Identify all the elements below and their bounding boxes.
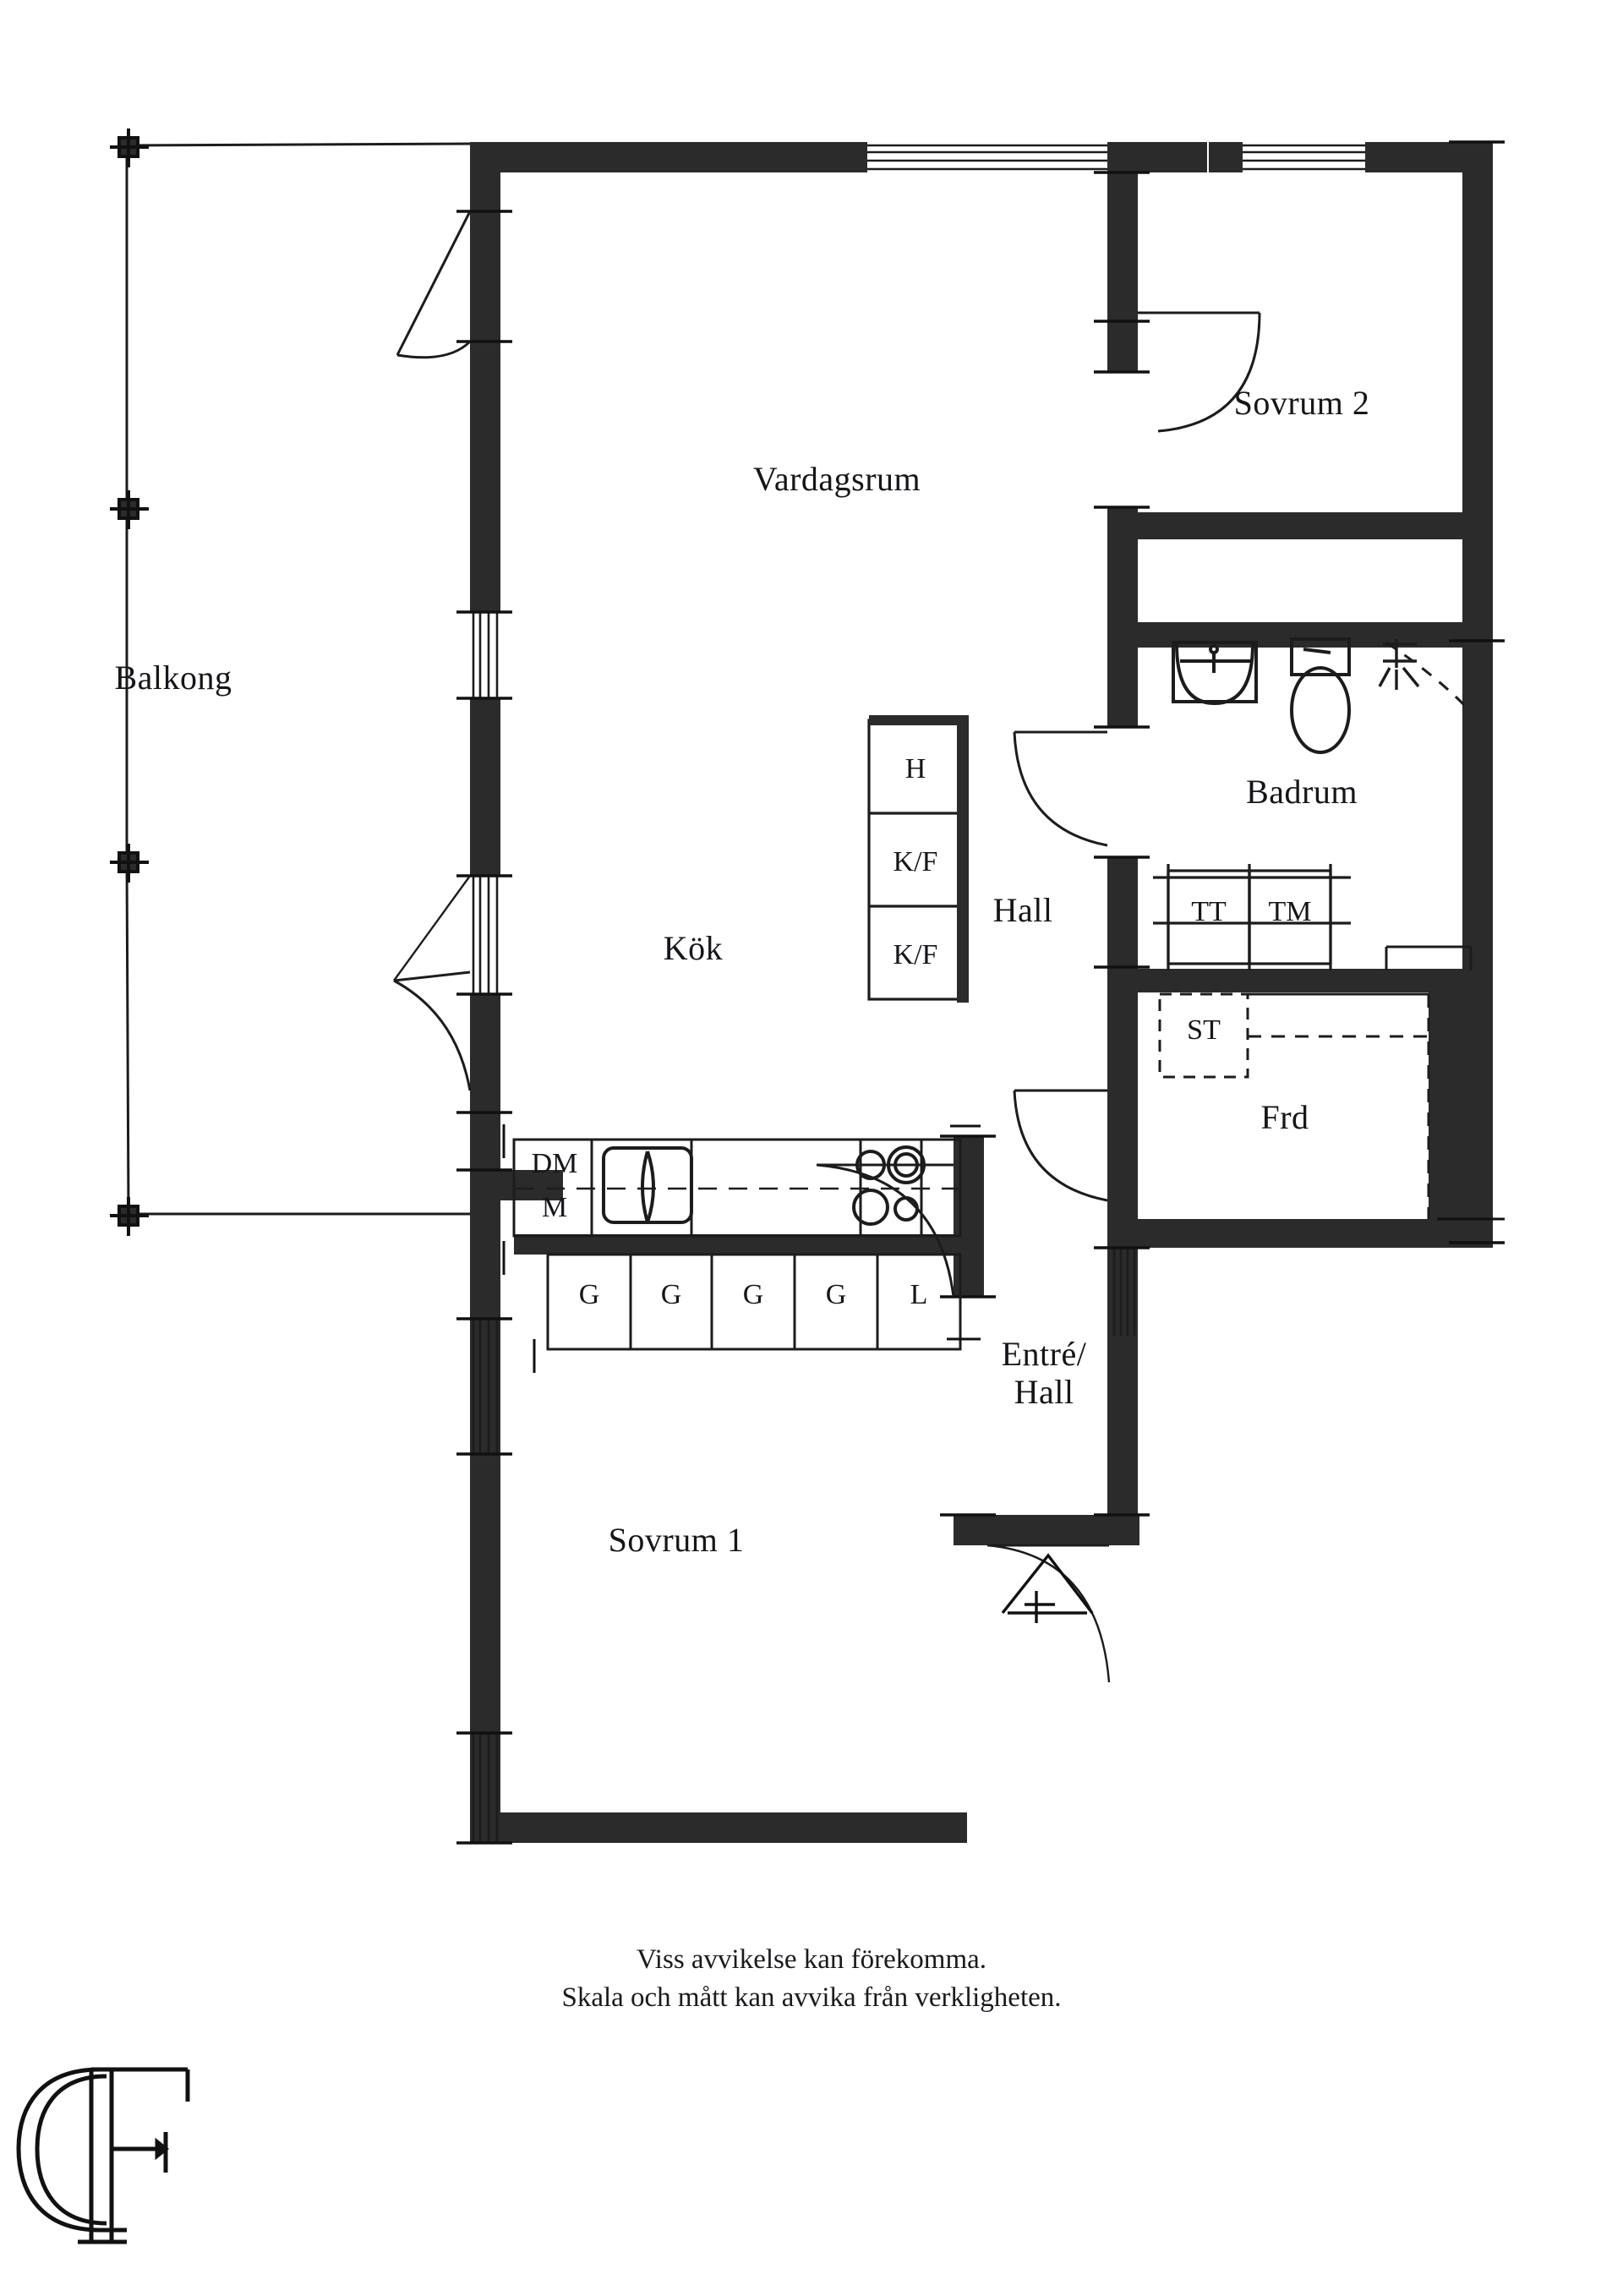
room-label-sovrum-1: Sovrum 1 — [608, 1521, 745, 1559]
room-label-hall: Hall — [992, 891, 1053, 929]
windows — [472, 144, 1365, 1843]
room-label-sovrum-2: Sovrum 2 — [1233, 384, 1370, 422]
door-swings — [393, 210, 1471, 1683]
frd-closet-outline — [1248, 992, 1430, 1219]
shower-icon — [1378, 639, 1420, 690]
bathroom-sink-icon — [1172, 641, 1258, 706]
tall-unit-column-wall — [869, 715, 969, 1003]
dimension-ticks — [502, 1124, 1505, 1373]
brand-logo — [0, 2054, 1623, 2266]
disclaimer-line-1: Viss avvikelse kan förekomma. — [636, 1944, 987, 1975]
fixture-label-tm: TM — [1268, 896, 1312, 927]
fixture-label-g-2: G — [660, 1279, 682, 1310]
fixture-label-dm: DM — [531, 1148, 578, 1179]
fixture-label-tt: TT — [1191, 896, 1227, 927]
sink-icon — [602, 1146, 693, 1224]
balcony-corner-marks — [110, 128, 149, 1236]
room-label-vardagsrum: Vardagsrum — [752, 460, 921, 498]
fixture-label-h: H — [904, 753, 926, 784]
stove-icon — [852, 1145, 926, 1226]
fixture-label-st: ST — [1187, 1014, 1221, 1046]
fixture-label-kf-2: K/F — [893, 939, 938, 970]
fixture-label-g-3: G — [742, 1279, 764, 1310]
room-label-entre-hall: Entré/ Hall — [1001, 1335, 1087, 1411]
fixture-label-kf-1: K/F — [893, 846, 938, 877]
toilet-icon — [1290, 637, 1351, 754]
monogram-cf-logo-icon — [16, 2067, 190, 2244]
wall-end-ticks — [456, 140, 1505, 1845]
fixture-label-m: M — [541, 1192, 568, 1223]
laundry-units — [1153, 864, 1351, 970]
fixture-label-g-1: G — [578, 1279, 600, 1310]
disclaimer-line-2: Skala och mått kan avvika från verklighe… — [561, 1982, 1062, 2013]
fixture-label-g-4: G — [825, 1279, 847, 1310]
balcony-outline — [125, 142, 474, 1216]
entry-door-symbol — [1001, 1553, 1094, 1623]
walls — [470, 142, 1493, 1843]
room-label-badrum: Badrum — [1246, 773, 1358, 811]
frd-counter — [1385, 945, 1473, 970]
room-label-kok: Kök — [663, 929, 724, 967]
fixture-label-l: L — [910, 1279, 928, 1310]
base-cabinet-row — [546, 1253, 962, 1351]
room-label-balkong: Balkong — [114, 659, 232, 697]
room-label-frd: Frd — [1260, 1098, 1309, 1136]
